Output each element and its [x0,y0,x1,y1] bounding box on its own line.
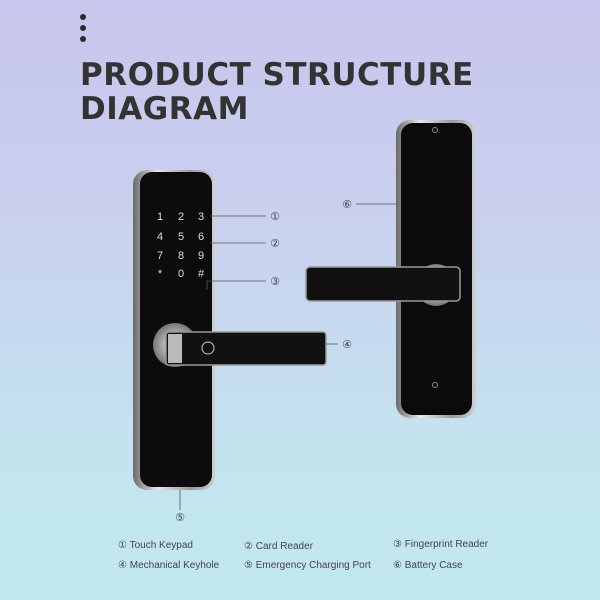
callout-1: ① [270,210,280,223]
callout-5: ⑤ [175,511,185,524]
keypad-key: # [198,268,205,280]
keypad-key: 6 [198,231,204,243]
menu-dots-icon [80,14,86,47]
callout-3: ③ [270,275,280,288]
legend-item-6: ⑥ Battery Case [393,560,463,571]
legend-item-2: ② Card Reader [244,541,314,552]
callout-4: ④ [342,338,352,351]
fingerprint-sensor [201,341,215,355]
legend-item-4: ④ Mechanical Keyhole [118,560,220,571]
front-lock: 1 2 3 4 5 6 7 8 9 * 0 # [133,170,327,490]
keypad-key: 3 [198,211,204,223]
keypad-key: 0 [178,268,184,280]
keypad-key: * [158,268,163,280]
keypad-key: 4 [157,231,163,243]
legend-item-3: ③ Fingerprint Reader [393,539,489,550]
legend-item-1: ① Touch Keypad [118,540,193,551]
legend-item-5: ⑤ Emergency Charging Port [244,560,371,571]
keypad-key: 8 [178,250,184,262]
keypad-key: 1 [157,211,163,223]
keypad-key: 7 [157,250,163,262]
keypad-key: 9 [198,250,204,262]
callout-6: ⑥ [342,198,352,211]
back-lock [305,120,476,418]
page-title: PRODUCT STRUCTURE DIAGRAM [80,57,474,127]
callout-2: ② [270,237,280,250]
keypad-key: 2 [178,211,184,223]
keypad-key: 5 [178,231,184,243]
